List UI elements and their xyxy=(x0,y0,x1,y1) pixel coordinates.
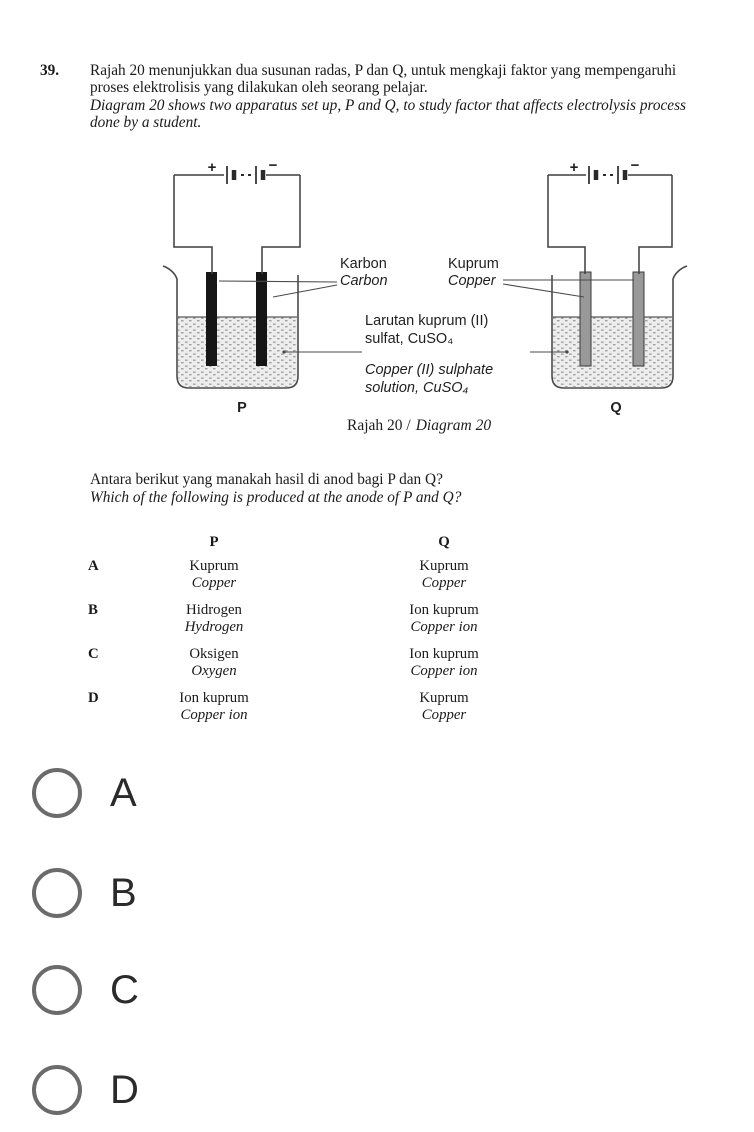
option-q-malay: Ion kuprum xyxy=(409,645,479,662)
radio-button-a[interactable] xyxy=(32,768,82,818)
option-q-malay: Ion kuprum xyxy=(409,601,479,618)
beaker-q-letter: Q xyxy=(610,400,621,416)
option-q-english: Copper ion xyxy=(410,663,478,679)
option-p-malay: Hidrogen xyxy=(186,601,242,618)
solution-label-en-line2: solution, CuSO₄ xyxy=(365,380,469,396)
solution-label-ms-line1: Larutan kuprum (II) xyxy=(365,313,488,329)
answer-label-d: D xyxy=(110,1068,139,1112)
question-prompt: Antara berikut yang manakah hasil di ano… xyxy=(90,471,710,506)
electrode-q-label-ms: Kuprum xyxy=(448,256,499,272)
copper-electrode-right xyxy=(632,271,645,367)
intro-english-line2: done by a student. xyxy=(90,113,202,131)
radio-button-d[interactable] xyxy=(32,1065,82,1115)
radio-button-c[interactable] xyxy=(32,965,82,1015)
option-p-malay: Oksigen xyxy=(189,645,239,662)
solution-p xyxy=(178,317,297,387)
electrode-p-label-ms: Karbon xyxy=(340,256,387,272)
option-q-english: Copper ion xyxy=(410,619,478,635)
option-letter: D xyxy=(88,689,99,706)
intro-malay-line1: Rajah 20 menunjukkan dua susunan radas, … xyxy=(90,62,677,79)
diagram-caption-english: Diagram 20 xyxy=(415,417,492,434)
question-intro: Rajah 20 menunjukkan dua susunan radas, … xyxy=(90,62,740,131)
electrode-p-label-en: Carbon xyxy=(340,273,388,289)
options-table: P Q A Kuprum Copper Kuprum Copper B Hidr… xyxy=(88,534,558,734)
option-row-a: A Kuprum Copper Kuprum Copper xyxy=(88,558,558,593)
apparatus-p: + − P xyxy=(162,157,301,416)
prompt-malay: Antara berikut yang manakah hasil di ano… xyxy=(90,471,443,488)
prompt-english: Which of the following is produced at th… xyxy=(90,488,462,506)
solution-label-en-line1: Copper (II) sulphate xyxy=(365,362,493,378)
answer-label-c: C xyxy=(110,968,139,1012)
option-p-malay: Ion kuprum xyxy=(179,689,249,706)
radio-button-b[interactable] xyxy=(32,868,82,918)
battery-q-icon xyxy=(588,166,628,184)
answer-option-c[interactable]: C xyxy=(32,965,139,1015)
option-letter: C xyxy=(88,645,99,662)
diagram-caption: Rajah 20 /Diagram 20 xyxy=(347,417,491,434)
option-p-english: Copper ion xyxy=(180,707,248,723)
minus-terminal-p: − xyxy=(269,157,278,174)
diagram-caption-malay: Rajah 20 / xyxy=(347,417,411,434)
apparatus-diagram: + − P + − Q Karbon Ca xyxy=(162,157,688,434)
label-leader-lines xyxy=(218,279,634,353)
beaker-p xyxy=(162,265,299,389)
option-row-c: C Oksigen Oxygen Ion kuprum Copper ion xyxy=(88,646,558,681)
beaker-q xyxy=(551,265,688,389)
answer-option-d[interactable]: D xyxy=(32,1065,139,1115)
question-number: 39. xyxy=(40,62,60,79)
column-header-q: Q xyxy=(438,534,450,550)
option-letter: A xyxy=(88,557,99,574)
option-p-english: Oxygen xyxy=(191,663,237,679)
electrode-q-label-en: Copper xyxy=(448,273,497,289)
answer-label-a: A xyxy=(110,771,137,815)
plus-terminal-q: + xyxy=(570,159,579,176)
circuit-wires-p xyxy=(173,174,301,274)
intro-malay-line2: proses elektrolisis yang dilakukan oleh … xyxy=(90,79,428,97)
answer-option-a[interactable]: A xyxy=(32,768,137,818)
option-p-english: Hydrogen xyxy=(184,619,244,635)
option-row-d: D Ion kuprum Copper ion Kuprum Copper xyxy=(88,690,558,725)
option-p-malay: Kuprum xyxy=(189,557,239,574)
carbon-electrode-left xyxy=(206,272,217,366)
answer-option-b[interactable]: B xyxy=(32,868,137,918)
copper-electrode-left xyxy=(579,271,592,367)
plus-terminal-p: + xyxy=(208,159,217,176)
option-p-english: Copper xyxy=(191,575,237,591)
apparatus-q: + − Q xyxy=(547,157,688,416)
option-q-english: Copper xyxy=(421,575,467,591)
option-q-malay: Kuprum xyxy=(419,557,469,574)
minus-terminal-q: − xyxy=(631,157,640,174)
column-header-p: P xyxy=(209,534,219,550)
option-letter: B xyxy=(88,601,98,618)
intro-english-line1: Diagram 20 shows two apparatus set up, P… xyxy=(90,96,686,114)
beaker-p-letter: P xyxy=(237,400,247,416)
battery-p-icon xyxy=(226,166,266,184)
option-row-b: B Hidrogen Hydrogen Ion kuprum Copper io… xyxy=(88,602,558,637)
carbon-electrode-right xyxy=(256,272,267,366)
solution-label-ms-line2: sulfat, CuSO₄ xyxy=(365,331,453,347)
solution-q xyxy=(553,317,672,387)
options-table-header: P Q xyxy=(88,534,558,552)
option-q-malay: Kuprum xyxy=(419,689,469,706)
option-q-english: Copper xyxy=(421,707,467,723)
answer-label-b: B xyxy=(110,871,137,915)
circuit-wires-q xyxy=(547,174,673,274)
